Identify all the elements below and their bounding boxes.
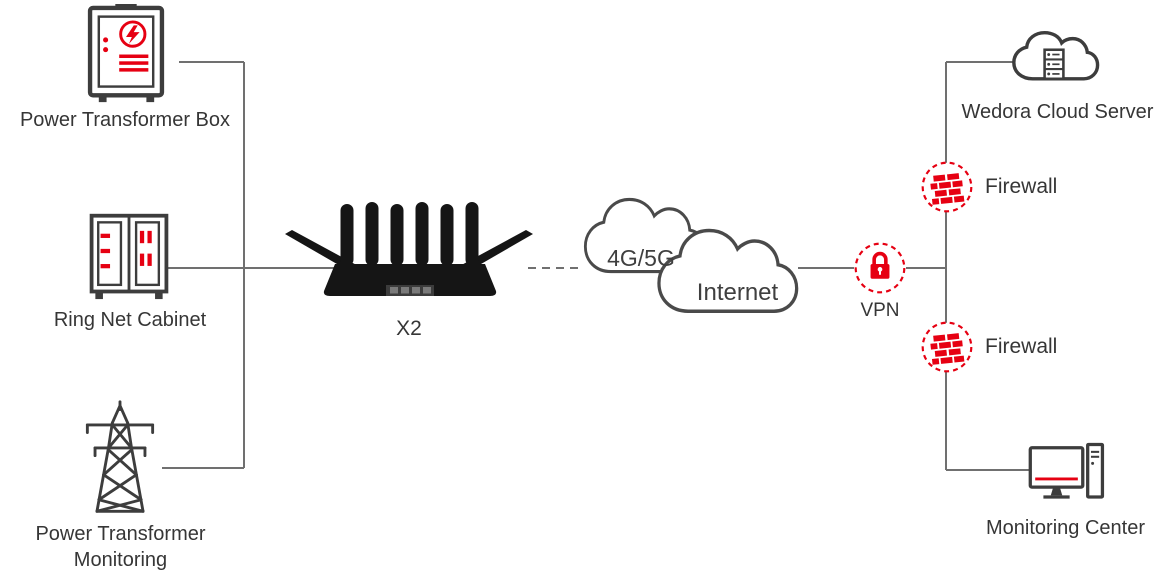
vpn-label: VPN — [860, 300, 900, 321]
cloud-4g5g-label: 4G/5G — [607, 245, 675, 271]
cellular-router-icon — [285, 202, 533, 296]
power-transformer-monitoring-label: Power Transformer Monitoring — [35, 523, 206, 571]
firewall-lower-label: Firewall — [985, 335, 1058, 358]
wedora-cloud-server-label: Wedora Cloud Server — [961, 101, 1154, 123]
transmission-tower-icon — [85, 400, 155, 513]
router-x2-label: X2 — [396, 317, 422, 340]
power-transformer-box-label: Power Transformer Box — [19, 109, 231, 131]
monitor-workstation-icon — [1028, 442, 1105, 499]
monitoring-center-label: Monitoring Center — [986, 517, 1145, 539]
firewall-upper-icon — [921, 161, 973, 213]
cloud-server-icon — [1012, 30, 1100, 81]
power-transformer-box-icon — [87, 4, 165, 103]
ring-net-cabinet-label: Ring Net Cabinet — [53, 309, 207, 331]
cloud-internet-label: Internet — [696, 279, 779, 306]
firewall-upper-label: Firewall — [985, 175, 1058, 198]
vpn-padlock-icon — [854, 242, 906, 294]
firewall-lower-icon — [921, 321, 973, 373]
switchgear-cabinet-icon — [89, 213, 169, 300]
cloud-internet-icon — [657, 228, 799, 313]
